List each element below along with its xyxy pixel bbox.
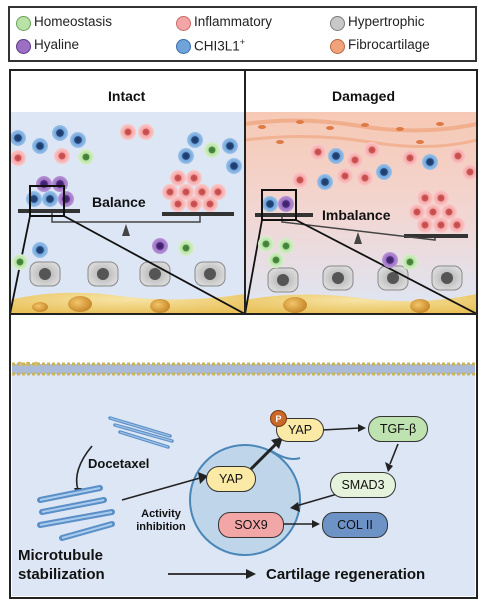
docetaxel-label: Docetaxel bbox=[88, 456, 150, 471]
damaged-title: Damaged bbox=[332, 88, 396, 104]
legend-hypertrophic-label: Hypertrophic bbox=[348, 14, 425, 29]
balance-label: Balance bbox=[92, 194, 146, 210]
phosphate-badge: P bbox=[270, 410, 287, 427]
sox9-node: SOX9 bbox=[218, 512, 284, 538]
legend-hypertrophic-swatch bbox=[330, 16, 345, 31]
legend-chi3l1-swatch bbox=[176, 39, 191, 54]
legend-hyaline-swatch bbox=[16, 39, 31, 54]
cartilage-regeneration-label: Cartilage regeneration bbox=[266, 566, 426, 583]
legend-inflammatory-label: Inflammatory bbox=[194, 14, 273, 29]
col2-node: COL II bbox=[322, 512, 388, 538]
legend-homeostasis-label: Homeostasis bbox=[34, 14, 113, 29]
intact-title: Intact bbox=[108, 88, 146, 104]
legend-chi3l1-label: CHI3L1+ bbox=[194, 37, 246, 54]
microtubule-stabilization-label: Microtubule stabilization bbox=[18, 547, 105, 583]
tgf-beta-node: TGF-β bbox=[368, 416, 428, 442]
legend bbox=[8, 6, 477, 62]
legend-fibrocartilage-swatch bbox=[330, 39, 345, 54]
yap-node: YAP bbox=[206, 466, 256, 492]
legend-fibrocartilage-label: Fibrocartilage bbox=[348, 37, 430, 52]
legend-inflammatory-swatch bbox=[176, 16, 191, 31]
legend-homeostasis-swatch bbox=[16, 16, 31, 31]
activity-inhibition-label: Activity inhibition bbox=[136, 508, 186, 533]
smad3-node: SMAD3 bbox=[330, 472, 396, 498]
imbalance-label: Imbalance bbox=[322, 207, 391, 223]
legend-hyaline-label: Hyaline bbox=[34, 37, 80, 52]
